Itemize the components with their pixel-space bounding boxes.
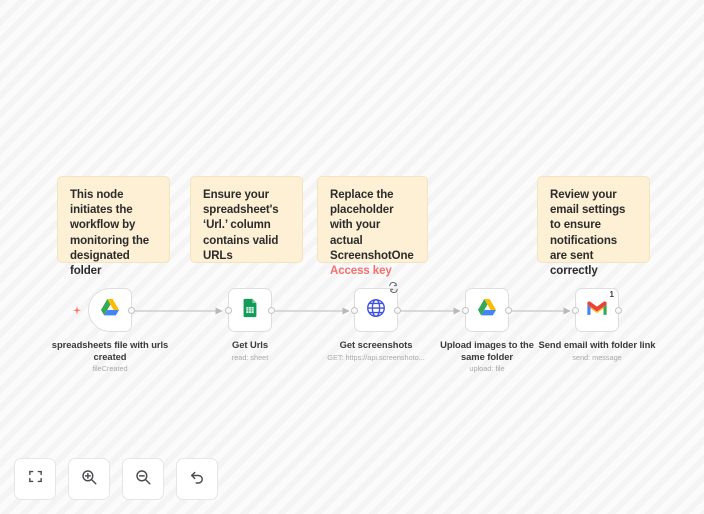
node-get-urls[interactable]: Get Urls read: sheet	[190, 288, 310, 362]
node-get-urls-box[interactable]	[225, 288, 275, 332]
canvas-toolbar	[14, 458, 218, 500]
node-send-email[interactable]: 1 Send email with folder link send: mess…	[537, 288, 657, 362]
zoom-in-icon	[80, 468, 98, 491]
reset-zoom-button[interactable]	[176, 458, 218, 500]
google-sheets-icon	[239, 297, 261, 324]
zoom-in-button[interactable]	[68, 458, 110, 500]
input-port[interactable]	[225, 306, 232, 314]
node-get-screenshots-box[interactable]	[351, 281, 401, 332]
output-port[interactable]	[394, 306, 401, 314]
node-subtitle: upload: file	[469, 364, 505, 374]
google-drive-icon	[98, 296, 122, 325]
google-drive-icon	[475, 296, 499, 325]
output-port[interactable]	[615, 306, 622, 314]
node-upload-images-box[interactable]	[462, 288, 512, 332]
undo-icon	[188, 468, 206, 491]
output-port[interactable]	[505, 306, 512, 314]
sticky-note-email[interactable]: Review your email settings to ensure not…	[537, 176, 650, 277]
node-send-email-box[interactable]: 1	[572, 288, 622, 332]
globe-icon	[365, 297, 387, 324]
node-title: Send email with folder link	[538, 339, 656, 350]
node-subtitle: fileCreated	[92, 364, 128, 374]
node-title: Get screenshots	[339, 339, 413, 350]
sticky-note-text: Ensure your spreadsheet's ‘Url.’ column …	[203, 189, 279, 262]
item-count-badge: 1	[609, 290, 614, 299]
zoom-out-button[interactable]	[122, 458, 164, 500]
node-drive-trigger-box[interactable]	[73, 288, 135, 332]
node-upload-images[interactable]: Upload images to the same folder upload:…	[427, 288, 547, 373]
sticky-note-text: Replace the placeholder with your actual…	[330, 189, 414, 262]
node-subtitle: read: sheet	[231, 352, 269, 362]
sticky-note-access-key[interactable]: Replace the placeholder with your actual…	[317, 176, 428, 277]
zoom-out-icon	[134, 468, 152, 491]
fit-to-view-button[interactable]	[14, 458, 56, 500]
input-port[interactable]	[572, 306, 579, 314]
node-subtitle: GET: https://api.screenshoto...	[327, 352, 425, 362]
output-port[interactable]	[268, 306, 275, 314]
fit-screen-icon	[27, 468, 44, 490]
node-drive-trigger[interactable]: spreadsheets file with urls created file…	[50, 288, 170, 373]
sticky-note-text: Review your email settings to ensure not…	[550, 189, 626, 278]
sticky-note-trigger[interactable]: This node initiates the workflow by moni…	[57, 176, 170, 277]
node-title: spreadsheets file with urls created	[51, 339, 169, 362]
sticky-note-text: This node initiates the workflow by moni…	[70, 189, 150, 278]
lightning-bolt-icon	[71, 304, 83, 316]
node-title: Upload images to the same folder	[440, 339, 534, 362]
input-port[interactable]	[351, 306, 358, 314]
retry-icon	[388, 280, 399, 294]
node-subtitle: send: message	[572, 352, 622, 362]
sticky-note-sheet[interactable]: Ensure your spreadsheet's ‘Url.’ column …	[190, 176, 303, 263]
node-title: Get Urls	[231, 339, 269, 350]
sticky-note-accent-text: Access key	[330, 265, 392, 278]
output-port[interactable]	[128, 306, 135, 314]
input-port[interactable]	[462, 306, 469, 314]
gmail-icon	[586, 299, 608, 322]
node-get-screenshots[interactable]: Get screenshots GET: https://api.screens…	[316, 281, 436, 362]
